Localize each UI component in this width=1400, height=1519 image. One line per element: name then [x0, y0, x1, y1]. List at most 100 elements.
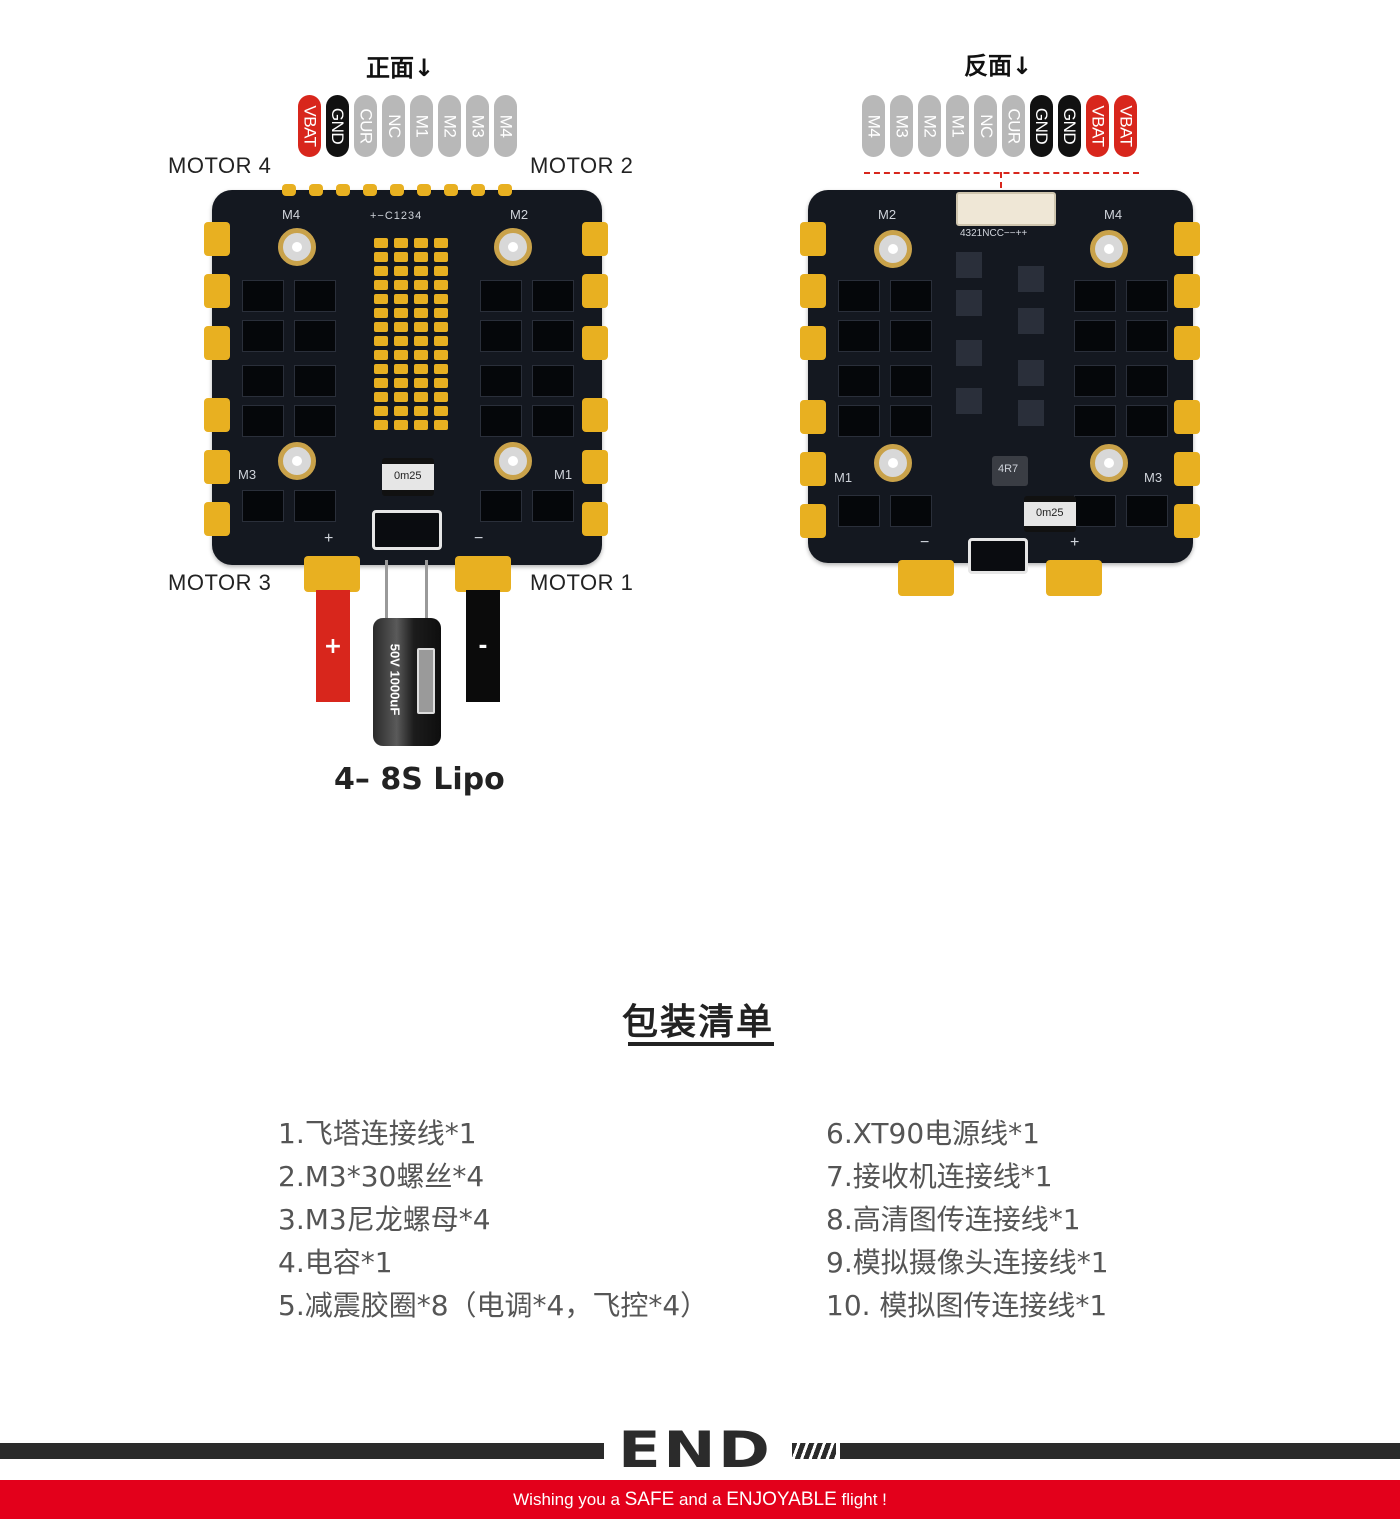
gold-strip	[434, 252, 448, 262]
package-list-right: 6.XT90电源线*1 7.接收机连接线*1 8.高清图传连接线*1 9.模拟摄…	[826, 1112, 1109, 1327]
back-mosfet	[838, 365, 880, 397]
gold-strip	[374, 364, 388, 374]
package-list-title: 包装清单	[622, 1002, 775, 1043]
back-mcu	[956, 340, 982, 366]
signal-pad	[363, 184, 377, 196]
back-mosfet	[890, 280, 932, 312]
back-motor-pad	[1174, 504, 1200, 538]
front-mosfet	[242, 280, 284, 312]
front-pin-1: GND	[326, 95, 349, 157]
gold-strip	[434, 364, 448, 374]
back-silk-m2: M2	[878, 207, 897, 222]
gold-strip	[414, 266, 428, 276]
gold-strip	[394, 266, 408, 276]
gold-strip	[414, 322, 428, 332]
back-pcb-board: M2 M4 M1 M3 4321NCC−−++ − + 4R7 0m25	[808, 190, 1193, 574]
front-mosfet	[480, 320, 522, 352]
gold-strip	[434, 266, 448, 276]
back-mosfet	[1126, 280, 1168, 312]
back-battery-pad-minus	[898, 560, 954, 596]
front-silk-m3: M3	[238, 467, 257, 482]
back-pin-label: GND	[1060, 107, 1080, 145]
front-motor-pad	[582, 502, 608, 536]
gold-strip	[414, 364, 428, 374]
back-mount-hole-bl	[874, 444, 912, 482]
capacitor-stripe	[417, 648, 435, 714]
back-pin-9: VBAT	[1114, 95, 1137, 157]
front-pin-label: M1	[412, 114, 432, 138]
gold-strip	[374, 406, 388, 416]
back-pin-label: M3	[892, 114, 912, 138]
motor-1-label: MOTOR 1	[530, 570, 634, 595]
back-mosfet	[890, 365, 932, 397]
front-mosfet	[480, 280, 522, 312]
gold-strip	[374, 322, 388, 332]
back-pin-1: M3	[890, 95, 913, 157]
front-mount-hole-tr	[494, 228, 532, 266]
back-motor-pad	[800, 504, 826, 538]
footer-slogan-enjoyable: ENJOYABLE	[726, 1488, 837, 1510]
front-mosfet	[242, 365, 284, 397]
back-pin-7: GND	[1058, 95, 1081, 157]
front-pin-6: M3	[466, 95, 489, 157]
footer-slogan: Wishing you a SAFE and a ENJOYABLE fligh…	[513, 1489, 887, 1511]
footer-logo: END	[618, 1421, 773, 1479]
gold-strip	[414, 280, 428, 290]
back-motor-pad	[800, 326, 826, 360]
back-silk-m3: M3	[1144, 470, 1163, 485]
back-pin-label: M4	[864, 114, 884, 138]
front-motor-pad	[582, 398, 608, 432]
gold-strip	[434, 322, 448, 332]
front-motor-pad	[204, 502, 230, 536]
back-mosfet	[838, 405, 880, 437]
front-mosfet	[294, 490, 336, 522]
front-silk-m1: M1	[554, 467, 573, 482]
gold-strip	[374, 252, 388, 262]
signal-pad	[444, 184, 458, 196]
gold-strip	[394, 406, 408, 416]
front-silk-m2: M2	[510, 207, 529, 222]
back-mount-hole-tr	[1090, 230, 1128, 268]
back-pin-label: M2	[920, 114, 940, 138]
back-mosfet	[1074, 495, 1116, 527]
front-diode	[372, 510, 442, 550]
capacitor-label: 50V 1000uF	[387, 643, 403, 716]
gold-strip	[414, 350, 428, 360]
front-mosfet	[480, 490, 522, 522]
footer-logo-stripes	[792, 1443, 836, 1459]
gold-strip	[394, 336, 408, 346]
back-motor-pad	[800, 222, 826, 256]
gold-strip	[414, 378, 428, 388]
gold-strip	[394, 420, 408, 430]
gold-strip	[414, 308, 428, 318]
footer-red-bar: Wishing you a SAFE and a ENJOYABLE fligh…	[0, 1480, 1400, 1519]
front-gold-strips	[362, 238, 452, 438]
front-shunt-resistor: 0m25	[382, 458, 434, 496]
list-item: 5.减震胶圈*8（电调*4，飞控*4）	[278, 1289, 709, 1322]
gold-strip	[374, 350, 388, 360]
footer-slogan-part: and a	[674, 1489, 727, 1509]
list-item: 8.高清图传连接线*1	[826, 1203, 1081, 1236]
capacitor-leg	[385, 560, 388, 622]
front-pin-0: VBAT	[298, 95, 321, 157]
back-mosfet	[1126, 405, 1168, 437]
front-mount-hole-bl	[278, 442, 316, 480]
gold-strip	[414, 392, 428, 402]
front-pin-2: CUR	[354, 95, 377, 157]
back-pin-label: GND	[1032, 107, 1052, 145]
capacitor-leg	[425, 560, 428, 622]
front-pin-label: M4	[496, 114, 516, 138]
front-mosfet	[242, 320, 284, 352]
front-motor-pad	[582, 222, 608, 256]
gold-strip	[394, 350, 408, 360]
back-mosfet	[1074, 280, 1116, 312]
gold-strip	[414, 336, 428, 346]
back-silk-connector: 4321NCC−−++	[960, 228, 1028, 239]
gold-strip	[374, 266, 388, 276]
back-pin-label: VBAT	[1088, 105, 1108, 147]
back-jst-connector	[956, 192, 1056, 226]
front-mosfet	[532, 365, 574, 397]
signal-pad	[471, 184, 485, 196]
gold-strip	[434, 280, 448, 290]
back-pin-2: M2	[918, 95, 941, 157]
